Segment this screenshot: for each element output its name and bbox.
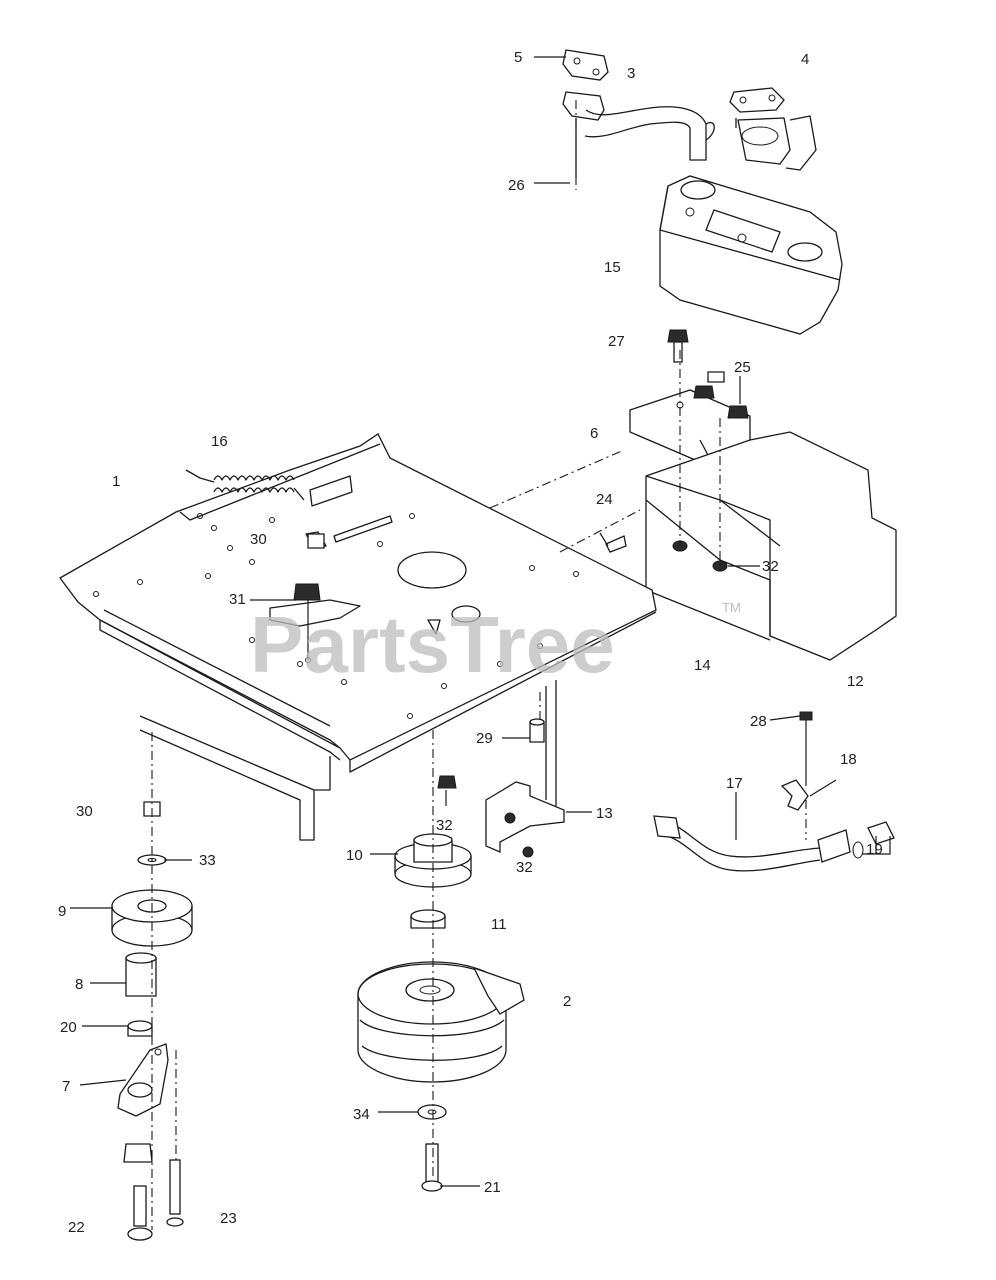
callout-10: 10 xyxy=(346,847,363,864)
deck-support-part[interactable] xyxy=(139,715,331,841)
fuel-line-part[interactable] xyxy=(653,815,851,872)
callout-30-left: 30 xyxy=(76,803,93,820)
bushing-11-part[interactable] xyxy=(410,909,446,929)
callout-17: 17 xyxy=(726,775,743,792)
exhaust-pipe-part[interactable] xyxy=(562,91,715,178)
electric-clutch-part[interactable] xyxy=(357,961,525,1083)
idler-arm-part[interactable] xyxy=(117,1043,169,1117)
callout-24: 24 xyxy=(596,491,613,508)
spring-part[interactable] xyxy=(185,469,305,501)
callout-2: 2 xyxy=(563,993,571,1010)
callout-7: 7 xyxy=(62,1078,70,1095)
callout-30-deck: 30 xyxy=(250,531,267,548)
spacer-8-part[interactable] xyxy=(125,952,157,997)
callout-18: 18 xyxy=(840,751,857,768)
nut-25-part[interactable] xyxy=(693,371,749,419)
bolts-22-23-part[interactable] xyxy=(123,1143,184,1241)
callout-3: 3 xyxy=(627,65,635,82)
callout-25: 25 xyxy=(734,359,751,376)
callout-14: 14 xyxy=(694,657,711,674)
callout-29: 29 xyxy=(476,730,493,747)
nut-30-deck-part[interactable] xyxy=(307,533,325,549)
fitting-19-part[interactable] xyxy=(852,821,895,859)
clamp-18-part[interactable] xyxy=(780,779,809,811)
watermark-trademark: TM xyxy=(722,600,741,615)
callout-8: 8 xyxy=(75,976,83,993)
callout-13: 13 xyxy=(596,805,613,822)
callout-9: 9 xyxy=(58,903,66,920)
callout-4: 4 xyxy=(801,51,809,68)
callout-23: 23 xyxy=(220,1210,237,1227)
leader-lines xyxy=(70,56,891,1187)
callout-34: 34 xyxy=(353,1106,370,1123)
callout-5: 5 xyxy=(514,49,522,66)
muffler-part[interactable] xyxy=(659,175,843,335)
callout-21: 21 xyxy=(484,1179,501,1196)
engine-pulley-part[interactable] xyxy=(394,833,472,888)
callout-27: 27 xyxy=(608,333,625,350)
bolt-29-part[interactable] xyxy=(529,718,545,743)
bolt-21-part[interactable] xyxy=(421,1143,443,1192)
nut-32-center-part[interactable] xyxy=(437,775,457,789)
callout-11: 11 xyxy=(491,916,507,933)
callout-22: 22 xyxy=(68,1219,85,1236)
callout-12: 12 xyxy=(847,673,864,690)
bracket-13-part[interactable] xyxy=(485,680,565,858)
watermark-text: PartsTree xyxy=(250,600,615,689)
deck-plate-part[interactable] xyxy=(59,433,657,773)
bolt-27-part[interactable] xyxy=(667,329,689,363)
exhaust-manifold-part[interactable] xyxy=(729,87,817,171)
callout-32-center: 32 xyxy=(436,817,453,834)
callout-20: 20 xyxy=(60,1019,77,1036)
callout-32-bracket: 32 xyxy=(516,859,533,876)
callout-28: 28 xyxy=(750,713,767,730)
exhaust-gasket-part[interactable] xyxy=(562,49,609,81)
callout-1: 1 xyxy=(112,473,120,490)
callout-33: 33 xyxy=(199,852,216,869)
callout-19: 19 xyxy=(866,841,883,858)
nut-31-part[interactable] xyxy=(293,583,321,663)
heat-shield-part[interactable] xyxy=(645,431,897,661)
bolt-28-part[interactable] xyxy=(799,711,813,786)
callout-32-shield: 32 xyxy=(762,558,779,575)
callout-16: 16 xyxy=(211,433,228,450)
washer-34-part[interactable] xyxy=(417,1104,447,1120)
callout-31: 31 xyxy=(229,591,246,608)
callout-15: 15 xyxy=(604,259,621,276)
bolt-24-part[interactable] xyxy=(605,535,627,553)
callout-6: 6 xyxy=(590,425,598,442)
callout-26: 26 xyxy=(508,177,525,194)
bushing-20-part[interactable] xyxy=(127,1020,153,1037)
